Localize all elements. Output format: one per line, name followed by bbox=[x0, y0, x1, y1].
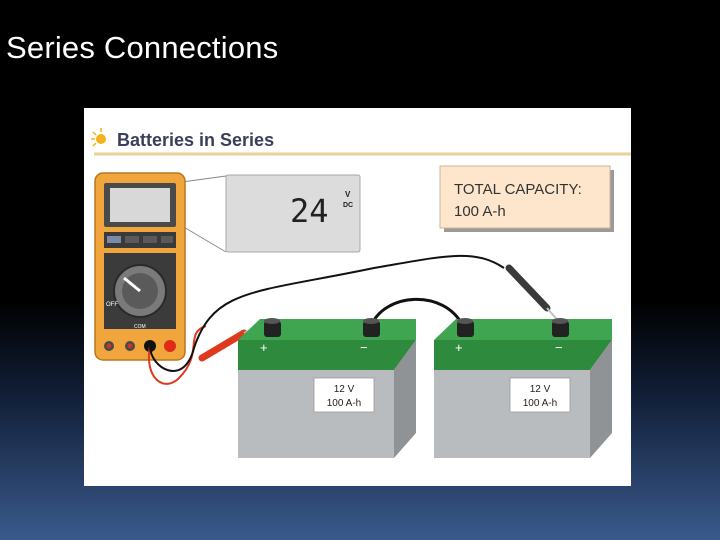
battery-1-voltage: 12 V bbox=[334, 384, 355, 395]
capacity-label: TOTAL CAPACITY: bbox=[454, 181, 582, 198]
battery-1: + − 12 V 100 A-h bbox=[238, 318, 416, 458]
sun-icon bbox=[91, 128, 106, 146]
callout-line-top bbox=[182, 176, 226, 182]
series-diagram: Batteries in Series TOTAL CAPACITY: 100 … bbox=[84, 108, 631, 486]
callout-line-bottom bbox=[182, 226, 226, 252]
meter-reading: 24 bbox=[290, 192, 329, 230]
meter-off-label: OFF bbox=[106, 302, 118, 308]
slide-title: Series Connections bbox=[6, 30, 278, 66]
black-probe bbox=[509, 268, 560, 323]
battery-2-negative: − bbox=[555, 340, 563, 355]
battery-1-capacity: 100 A-h bbox=[327, 398, 361, 409]
battery-2-voltage: 12 V bbox=[530, 384, 551, 395]
capacity-value: 100 A-h bbox=[454, 203, 506, 220]
battery-2: + − 12 V 100 A-h bbox=[434, 318, 612, 458]
capacity-box: TOTAL CAPACITY: 100 A-h bbox=[440, 166, 614, 232]
meter-com-label: COM bbox=[134, 324, 146, 330]
meter-unit-dc: DC bbox=[343, 202, 353, 209]
battery-2-positive: + bbox=[455, 340, 463, 355]
battery-1-negative: − bbox=[360, 340, 368, 355]
meter-unit-v: V bbox=[345, 190, 351, 199]
multimeter: OFF COM bbox=[95, 173, 185, 360]
meter-display-zoom: 24 V DC bbox=[226, 175, 360, 252]
battery-1-positive: + bbox=[260, 340, 268, 355]
diagram-panel: Batteries in Series TOTAL CAPACITY: 100 … bbox=[84, 108, 631, 486]
diagram-heading: Batteries in Series bbox=[117, 130, 274, 150]
battery-2-capacity: 100 A-h bbox=[523, 398, 557, 409]
volt-jack bbox=[164, 340, 176, 352]
